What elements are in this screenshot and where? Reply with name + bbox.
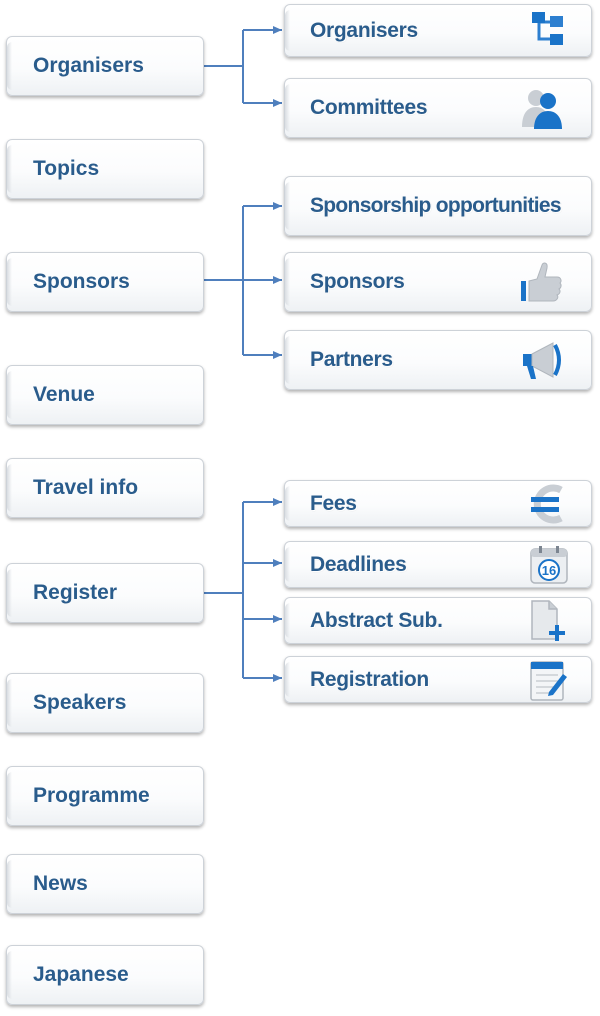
- submenu-abstract-sub-button[interactable]: Abstract Sub.: [284, 597, 592, 644]
- menu-speakers-label: Speakers: [33, 691, 127, 714]
- submenu-sponsorship-opportunities-label: Sponsorship opportunities: [310, 194, 562, 217]
- submenu-organisers-label: Organisers: [310, 18, 418, 42]
- notepad-icon: [530, 660, 567, 701]
- menu-news-button[interactable]: News: [6, 854, 204, 914]
- menu-topics-label: Topics: [33, 157, 100, 180]
- calendar-icon: 16: [530, 545, 568, 584]
- menu-sponsors-button[interactable]: Sponsors: [6, 252, 204, 312]
- menu-venue-label: Venue: [33, 383, 95, 406]
- calendar-day-number: 16: [542, 563, 556, 578]
- submenu-abstract-sub-label: Abstract Sub.: [310, 608, 443, 632]
- menu-venue-button[interactable]: Venue: [6, 365, 204, 425]
- menu-programme-button[interactable]: Programme: [6, 766, 204, 826]
- menu-news-label: News: [33, 872, 88, 895]
- submenu-organisers-button[interactable]: Organisers: [284, 4, 592, 57]
- menu-sponsors-label: Sponsors: [33, 270, 130, 293]
- menu-register-label: Register: [33, 581, 118, 604]
- menu-programme-label: Programme: [33, 784, 150, 807]
- menu-japanese-button[interactable]: Japanese: [6, 945, 204, 1005]
- submenu-sponsors-label: Sponsors: [310, 270, 405, 293]
- submenu-deadlines-label: Deadlines: [310, 552, 407, 576]
- add-document-icon: [531, 599, 565, 641]
- submenu-fees-label: Fees: [310, 491, 357, 515]
- submenu-registration-button[interactable]: Registration: [284, 656, 592, 703]
- submenu-fees-button[interactable]: Fees: [284, 480, 592, 527]
- menu-japanese-label: Japanese: [33, 963, 129, 986]
- megaphone-icon: [523, 342, 561, 379]
- submenu-deadlines-button[interactable]: Deadlines 16: [284, 541, 592, 588]
- submenu-sponsorship-opportunities-button[interactable]: Sponsorship opportunities: [284, 176, 592, 236]
- submenu-sponsors-button[interactable]: Sponsors: [284, 252, 592, 312]
- menu-travel-info-label: Travel info: [33, 476, 139, 499]
- submenu-committees-button[interactable]: Committees: [284, 78, 592, 138]
- menu-travel-info-button[interactable]: Travel info: [6, 458, 204, 518]
- euro-icon: [531, 484, 563, 523]
- thumbs-up-icon: [521, 262, 562, 302]
- menu-speakers-button[interactable]: Speakers: [6, 673, 204, 733]
- people-icon: [522, 90, 562, 129]
- submenu-partners-label: Partners: [310, 348, 393, 371]
- menu-organisers-button[interactable]: Organisers: [6, 36, 204, 96]
- submenu-committees-label: Committees: [310, 96, 428, 119]
- menu-organisers-label: Organisers: [33, 54, 144, 77]
- org-chart-icon: [532, 11, 563, 45]
- menu-register-button[interactable]: Register: [6, 563, 204, 623]
- submenu-partners-button[interactable]: Partners: [284, 330, 592, 390]
- menu-topics-button[interactable]: Topics: [6, 139, 204, 199]
- submenu-registration-label: Registration: [310, 667, 429, 691]
